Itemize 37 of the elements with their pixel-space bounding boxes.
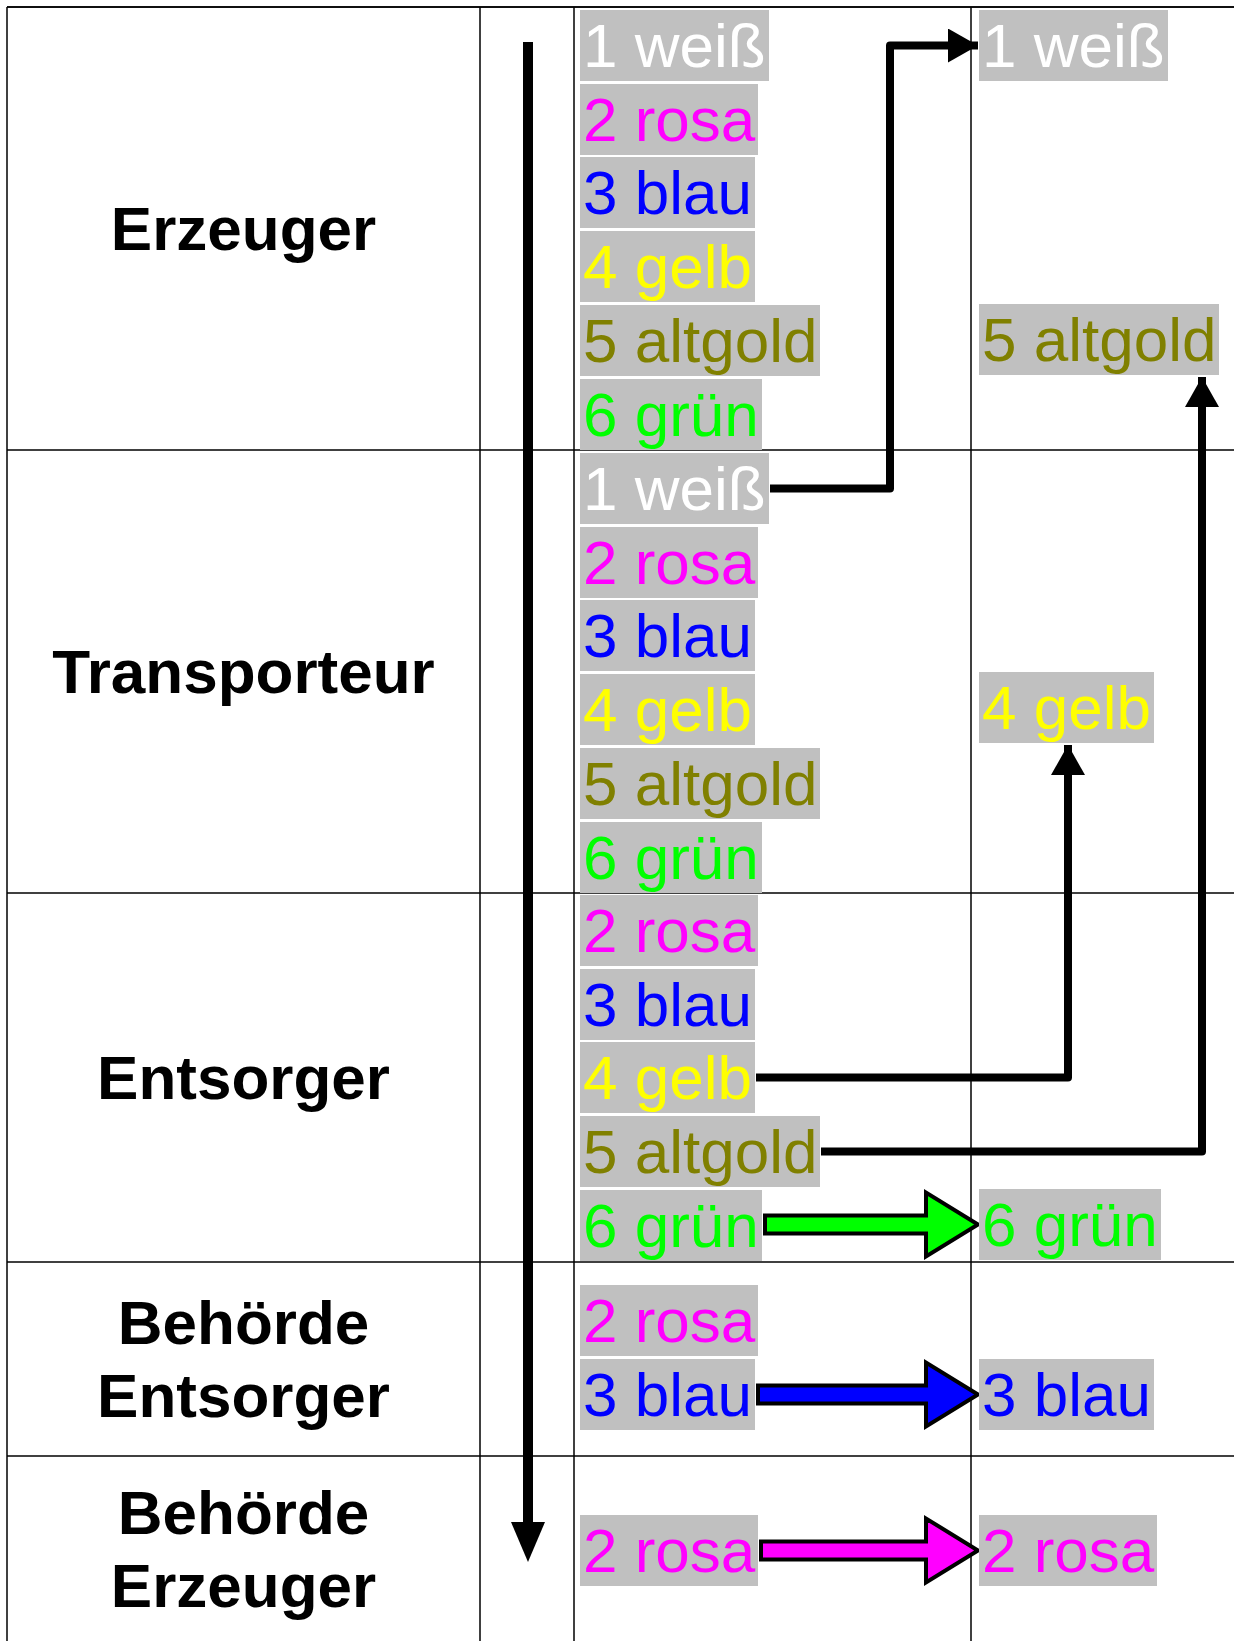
color-tag: 1 weiß [580,453,769,524]
color-tag: 3 blau [580,157,755,229]
color-tag: 3 blau [580,968,755,1040]
color-tag: 5 altgold [979,304,1220,375]
row-label: Behörde Erzeuger [109,1476,378,1622]
color-tag: 2 rosa [580,1515,759,1586]
color-tag: 4 gelb [580,231,755,303]
row-label: Entsorger [96,1042,391,1114]
color-tag: 2 rosa [979,1515,1158,1586]
color-tag: 1 weiß [979,10,1168,81]
color-tag: 1 weiß [580,10,769,81]
color-tag: 4 gelb [979,672,1154,743]
color-tag: 6 grün [580,1189,762,1261]
arrow [770,28,978,493]
block-arrow [756,1358,982,1431]
color-tag: 3 blau [580,600,755,672]
color-tag: 3 blau [580,1359,755,1430]
color-tag: 4 gelb [580,1042,755,1114]
color-tag: 6 grün [580,821,762,893]
color-tag: 2 rosa [580,526,759,598]
color-tag: 4 gelb [580,674,755,746]
color-tag: 2 rosa [580,895,759,966]
arrow [756,745,1085,1082]
block-arrow [763,1188,982,1261]
color-tag: 5 altgold [580,304,821,376]
row-label: Transporteur [51,636,436,708]
color-tag: 3 blau [979,1359,1154,1430]
arrow [821,377,1219,1156]
row-label: Behörde Entsorger [96,1287,391,1432]
color-tag: 2 rosa [580,83,759,155]
color-tag: 2 rosa [580,1285,759,1356]
color-tag: 5 altgold [580,747,821,819]
color-tag: 6 grün [580,378,762,450]
color-tag: 5 altgold [580,1116,821,1188]
block-arrow [759,1514,982,1587]
row-label: Erzeuger [109,193,378,265]
color-tag: 6 grün [979,1189,1161,1260]
